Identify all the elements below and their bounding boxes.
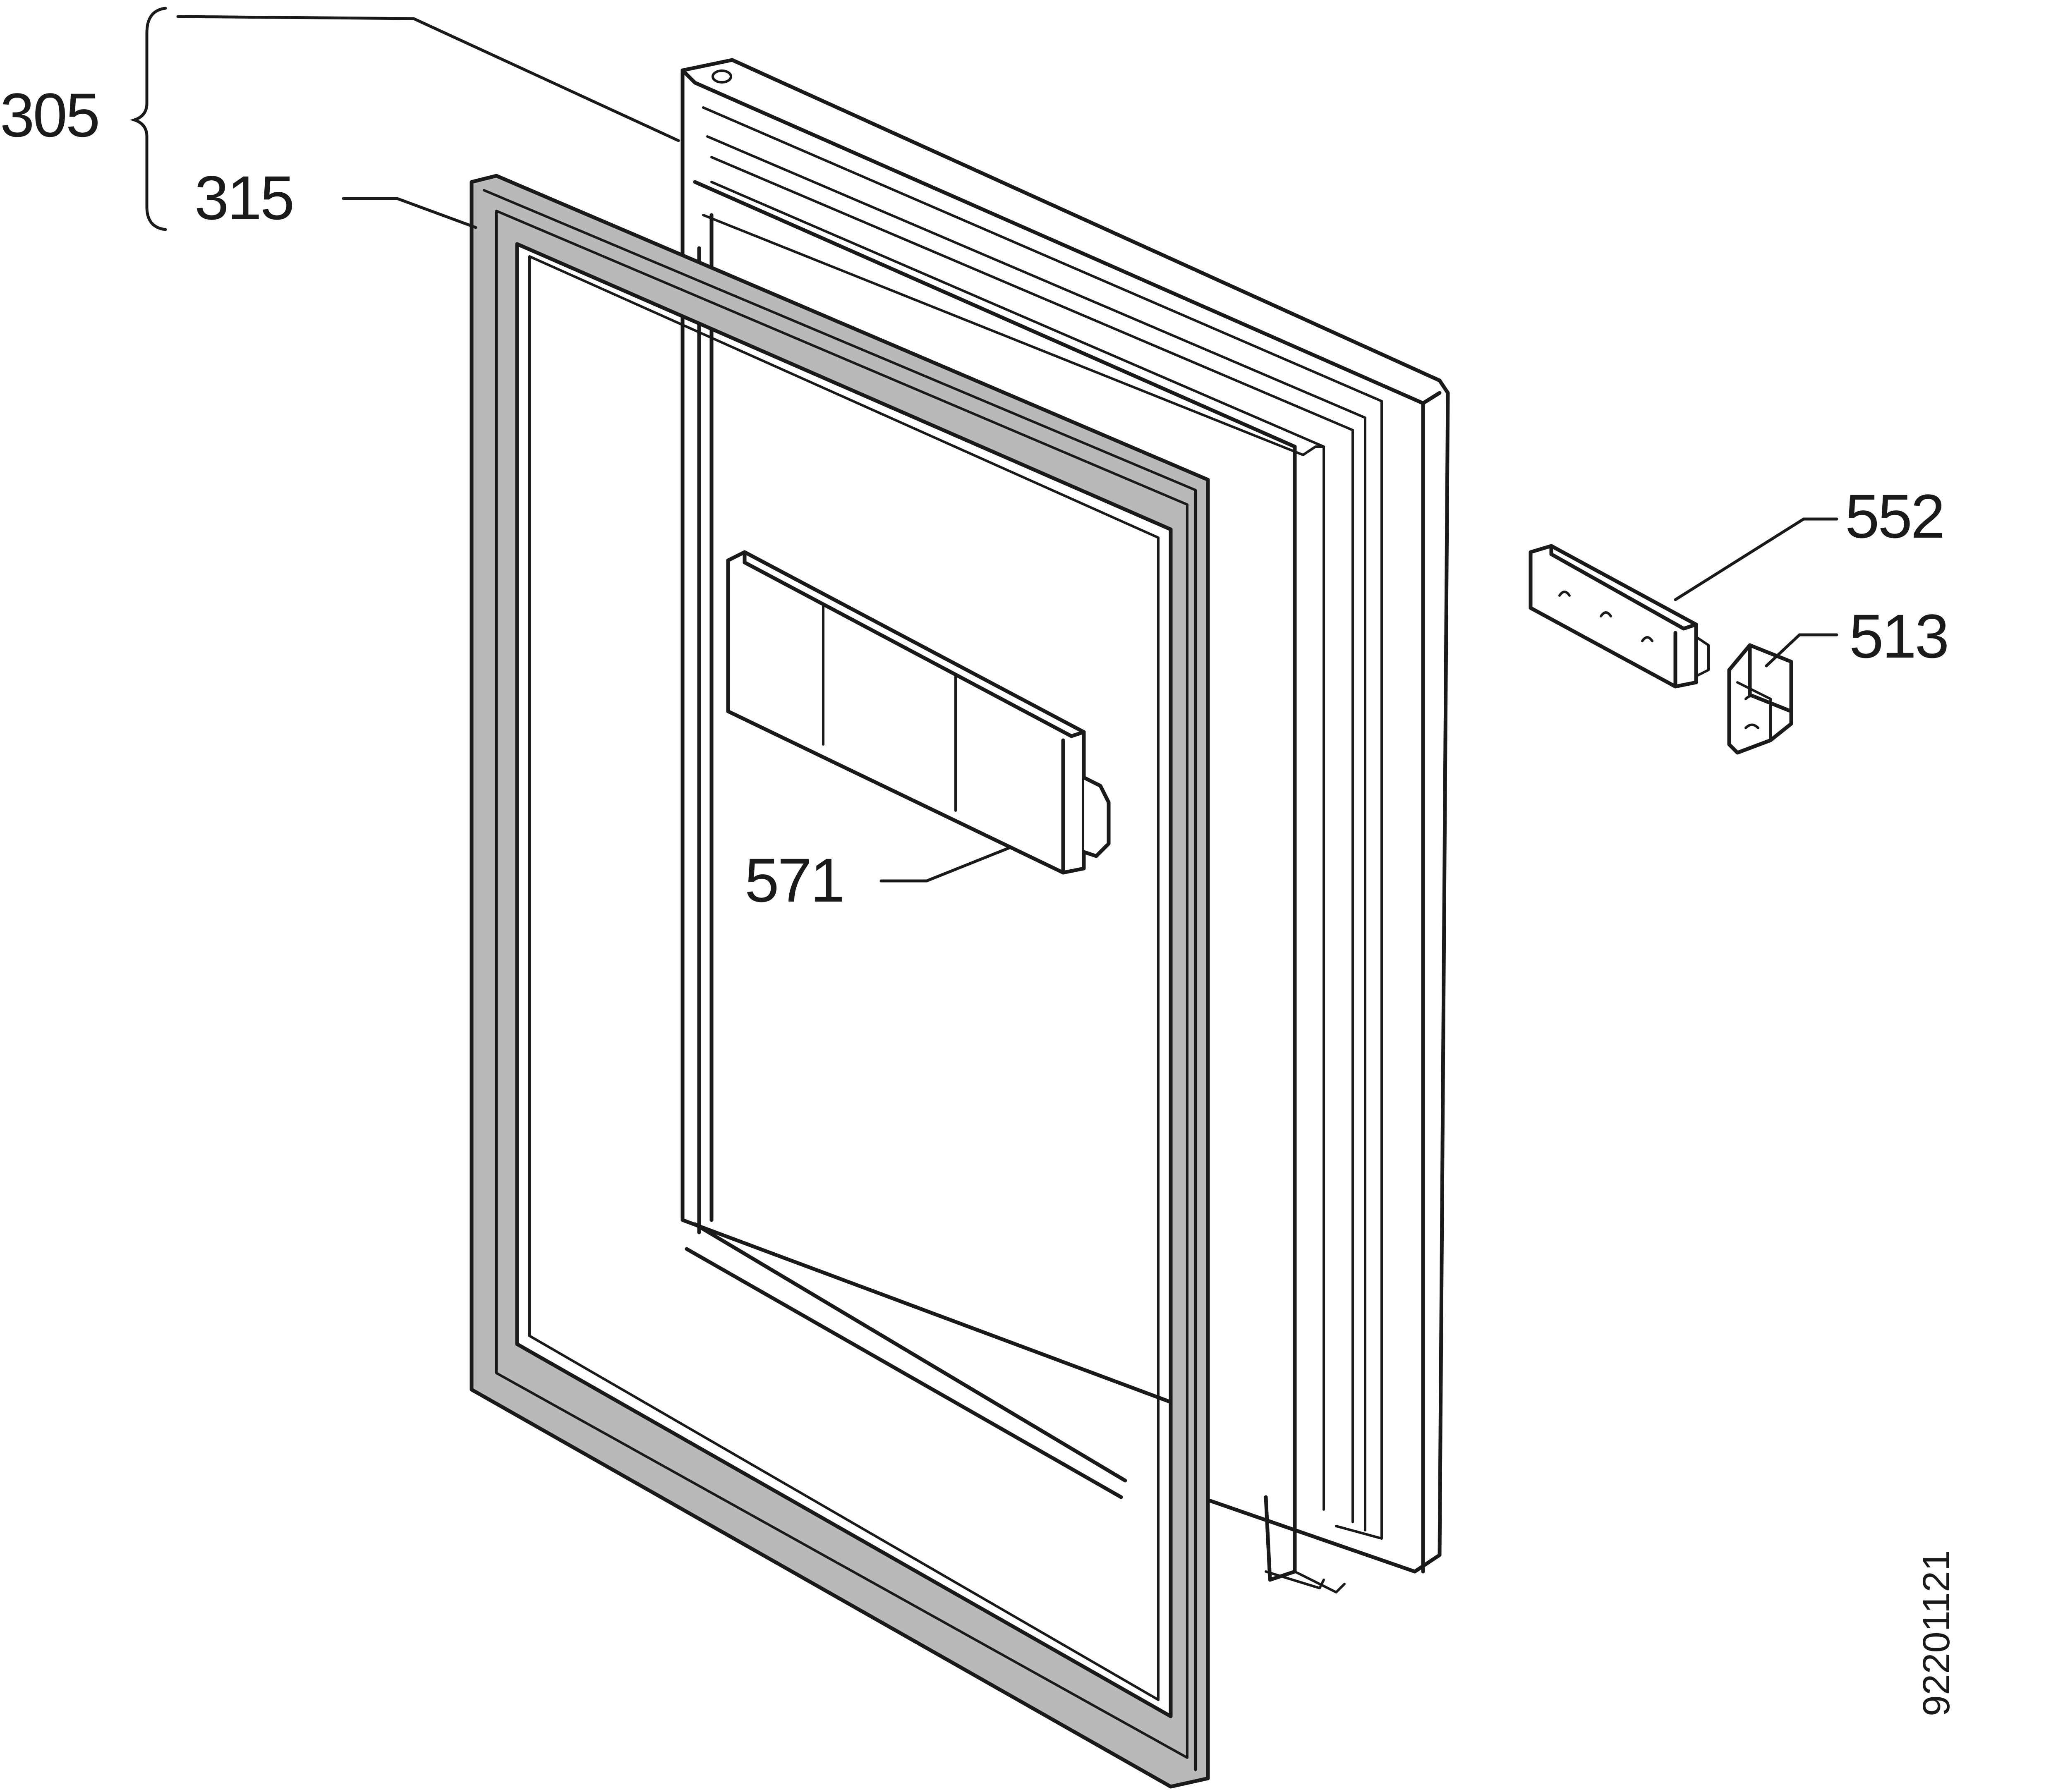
- callout-571: 571: [745, 845, 843, 915]
- drawing-id: 92201121: [1915, 1550, 1958, 1717]
- control-panel-part: [726, 550, 1111, 875]
- door-gasket: [470, 174, 1210, 1789]
- hinge-bracket-part: [1727, 643, 1793, 755]
- callout-315: 315: [194, 163, 293, 232]
- callout-513: 513: [1849, 601, 1948, 671]
- assembly-brace: [129, 7, 167, 231]
- hinge-plate-part: [1529, 544, 1710, 689]
- callout-552: 552: [1845, 481, 1943, 551]
- callout-305: 305: [0, 80, 98, 150]
- leader-lines: [129, 7, 1838, 883]
